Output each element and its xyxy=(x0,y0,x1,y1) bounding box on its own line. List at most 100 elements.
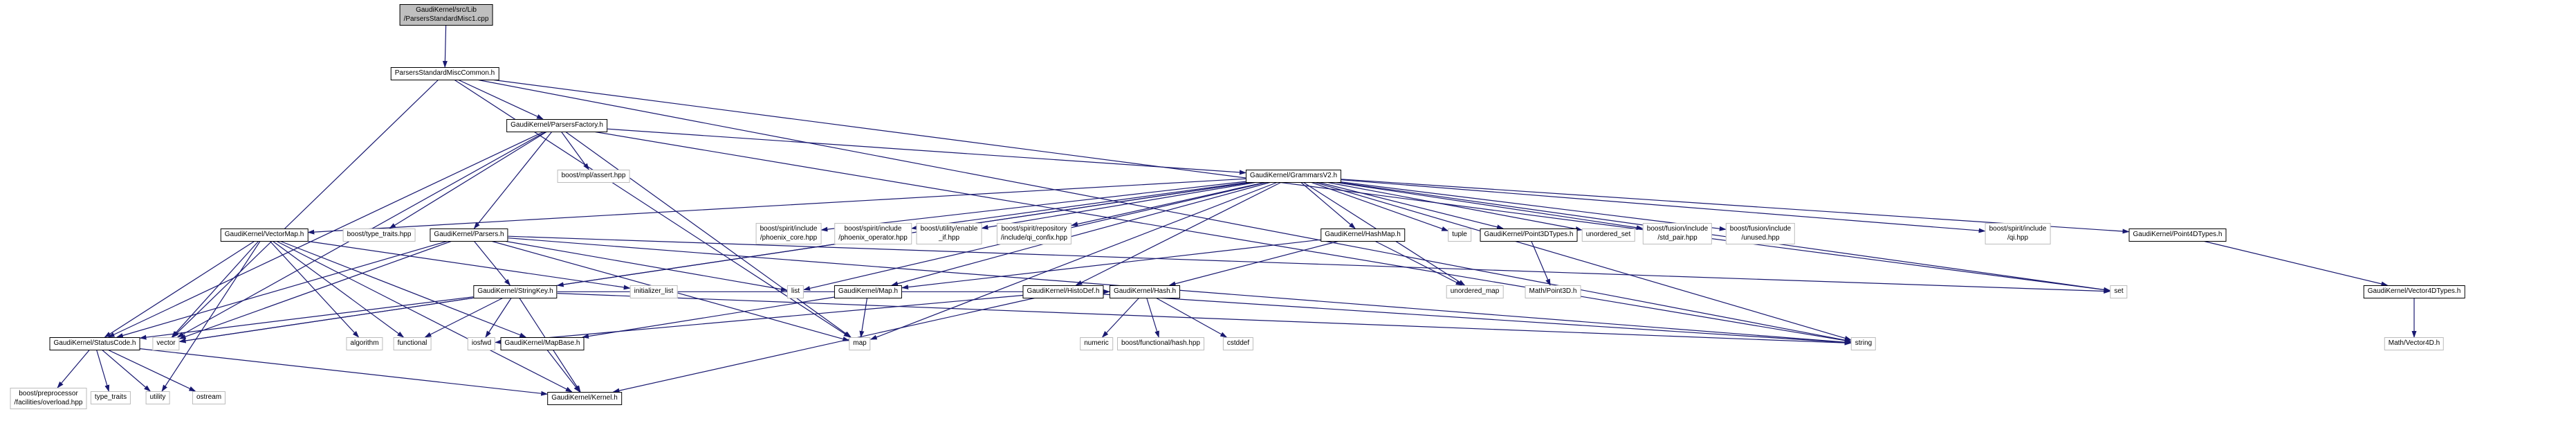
include-edge-point3d_types-to-math_point3d xyxy=(1531,241,1551,286)
graph-node-misccommon[interactable]: ParsersStandardMiscCommon.h xyxy=(390,67,499,80)
include-edge-grammars-to-phoenix_core xyxy=(820,181,1246,232)
graph-node-parsersfactory[interactable]: GaudiKernel/ParsersFactory.h xyxy=(506,119,607,132)
include-edge-parsers-to-set xyxy=(508,235,2111,294)
include-edge-hashmap-to-unordered_map xyxy=(1375,240,1463,286)
graph-node-cstddef: cstddef xyxy=(1222,337,1254,350)
include-edge-hash-to-cstddef xyxy=(1156,297,1228,338)
graph-node-vectormap[interactable]: GaudiKernel/VectorMap.h xyxy=(220,229,309,242)
include-edge-grammars-to-vectormap xyxy=(307,178,1246,235)
graph-node-phoenix_operator: boost/spirit/include /phoenix_operator.h… xyxy=(834,223,912,244)
include-edge-misccommon-to-vector xyxy=(172,80,439,338)
include-edge-vectormap-to-statuscode xyxy=(104,240,255,338)
graph-node-utility: utility xyxy=(145,391,170,404)
graph-node-mapbase[interactable]: GaudiKernel/MapBase.h xyxy=(500,337,585,350)
graph-node-grammars[interactable]: GaudiKernel/GrammarsV2.h xyxy=(1245,170,1342,183)
include-edge-grammars-to-point3d_types xyxy=(1318,181,1504,230)
graph-node-vector4d_types[interactable]: GaudiKernel/Vector4DTypes.h xyxy=(2363,285,2465,298)
graph-node-point4d_types[interactable]: GaudiKernel/Point4DTypes.h xyxy=(2128,229,2227,242)
include-edge-point4d_types-to-vector4d_types xyxy=(2204,240,2389,287)
graph-node-initializer_list: initializer_list xyxy=(629,285,678,298)
include-edge-map_h-to-map xyxy=(859,298,868,338)
graph-node-map_h[interactable]: GaudiKernel/Map.h xyxy=(834,285,903,298)
include-edge-hash-to-boost_hash xyxy=(1146,298,1159,338)
include-edge-grammars-to-set xyxy=(1339,181,2111,292)
graph-node-parsers[interactable]: GaudiKernel/Parsers.h xyxy=(430,229,508,242)
include-edge-stringkey-to-statuscode xyxy=(139,296,474,340)
include-edge-grammars-to-hashmap xyxy=(1300,182,1356,229)
graph-node-vector: vector xyxy=(152,337,180,350)
graph-node-tuple: tuple xyxy=(1448,229,1471,242)
include-edge-histodef-to-iosfwd xyxy=(495,294,1023,345)
include-edge-hashmap-to-map_h xyxy=(901,239,1321,290)
include-edge-grammars-to-map xyxy=(870,181,1278,340)
include-edge-statuscode-to-kernel xyxy=(140,348,549,396)
graph-node-list: list xyxy=(786,285,804,298)
include-edge-stringkey-to-vector xyxy=(178,297,474,343)
include-edge-parsers-to-list xyxy=(506,240,788,292)
graph-node-overload: boost/preprocessor /facilities/overload.… xyxy=(10,388,87,409)
graph-node-unused: boost/fusion/include /unused.hpp xyxy=(1725,223,1796,244)
graph-node-histodef[interactable]: GaudiKernel/HistoDef.h xyxy=(1022,285,1104,298)
include-edge-grammars-to-enable_if xyxy=(981,181,1255,230)
graph-node-numeric: numeric xyxy=(1080,337,1113,350)
graph-node-hashmap[interactable]: GaudiKernel/HashMap.h xyxy=(1321,229,1405,242)
graph-node-type_traits: type_traits xyxy=(90,391,131,404)
graph-node-boost_hash: boost/functional/hash.hpp xyxy=(1117,337,1204,350)
graph-node-unordered_map: unordered_map xyxy=(1446,285,1504,298)
include-edge-parsers-to-statuscode xyxy=(116,240,448,338)
include-edge-parsersfactory-to-mpl_assert xyxy=(561,132,589,170)
graph-node-statuscode[interactable]: GaudiKernel/StatusCode.h xyxy=(49,337,140,350)
include-edge-grammars-to-tuple xyxy=(1311,181,1449,231)
include-edge-hashmap-to-hash xyxy=(1168,240,1338,287)
include-edge-parsersfactory-to-string xyxy=(595,131,1852,343)
include-edge-vectormap-to-functional xyxy=(273,241,405,338)
include-edge-grammars-to-phoenix_operator xyxy=(910,181,1247,231)
include-edge-vectormap-to-mapbase xyxy=(280,240,527,338)
include-edge-grammars-to-qi xyxy=(1341,179,1986,233)
graph-node-mpl_assert: boost/mpl/assert.hpp xyxy=(557,170,630,183)
graph-node-algorithm: algorithm xyxy=(346,337,383,350)
include-edge-vectormap-to-algorithm xyxy=(270,241,360,338)
graph-node-qi: boost/spirit/include /qi.hpp xyxy=(1985,223,2051,244)
include-edge-statuscode-to-ostream xyxy=(108,349,196,392)
include-edge-grammars-to-unused xyxy=(1341,181,1727,231)
include-edge-misccommon-to-parsersfactory xyxy=(458,79,544,120)
include-edge-grammars-to-unordered_set xyxy=(1327,181,1583,231)
include-edge-parsersfactory-to-statuscode xyxy=(107,131,544,338)
include-edge-grammars-to-histodef xyxy=(1075,181,1281,286)
include-edge-hash-to-numeric xyxy=(1101,298,1139,338)
graph-node-unordered_set: unordered_set xyxy=(1581,229,1635,242)
include-edge-vectormap-to-vector xyxy=(171,241,259,338)
include-edge-parsers-to-stringkey xyxy=(474,241,511,286)
include-edge-statuscode-to-utility xyxy=(102,350,151,392)
graph-node-functional: functional xyxy=(393,337,432,350)
include-edge-parsersfactory-to-boost_type_traits xyxy=(389,131,547,229)
include-edge-vectormap-to-initializer_list xyxy=(308,240,631,290)
graph-node-ostream: ostream xyxy=(192,391,226,404)
graph-node-boost_type_traits: boost/type_traits.hpp xyxy=(342,229,416,242)
graph-node-string: string xyxy=(1850,337,1877,350)
include-edge-mapbase-to-kernel xyxy=(546,350,580,393)
include-edge-grammars-to-map_h xyxy=(891,181,1271,287)
graph-node-phoenix_core: boost/spirit/include /phoenix_core.hpp xyxy=(755,223,822,244)
graph-node-cpp: GaudiKernel/src/Lib /ParsersStandardMisc… xyxy=(399,4,493,26)
include-edge-parsersfactory-to-parsers xyxy=(473,132,553,229)
graph-node-kernel[interactable]: GaudiKernel/Kernel.h xyxy=(547,392,622,405)
graph-node-stringkey[interactable]: GaudiKernel/StringKey.h xyxy=(473,285,558,298)
include-edge-statuscode-to-type_traits xyxy=(96,350,110,392)
include-edge-parsersfactory-to-grammars xyxy=(607,128,1246,175)
graph-node-math_vector4d: Math/Vector4D.h xyxy=(2384,337,2445,350)
graph-node-qi_confix: boost/spirit/repository /include/qi_conf… xyxy=(996,223,1072,244)
graph-node-std_pair: boost/fusion/include /std_pair.hpp xyxy=(1642,223,1713,244)
include-edge-statuscode-to-overload xyxy=(57,350,90,388)
graph-node-hash[interactable]: GaudiKernel/Hash.h xyxy=(1109,285,1181,298)
graph-node-point3d_types[interactable]: GaudiKernel/Point3DTypes.h xyxy=(1480,229,1578,242)
include-edge-vectormap-to-utility xyxy=(161,241,261,392)
graph-node-map: map xyxy=(849,337,871,350)
include-edge-grammars-to-qi_confix xyxy=(1071,181,1265,226)
include-edge-stringkey-to-iosfwd xyxy=(485,298,512,338)
include-edge-histodef-to-kernel xyxy=(612,297,1035,393)
graph-node-enable_if: boost/utility/enable _if.hpp xyxy=(916,223,982,244)
include-edge-misccommon-to-string xyxy=(478,79,1852,343)
